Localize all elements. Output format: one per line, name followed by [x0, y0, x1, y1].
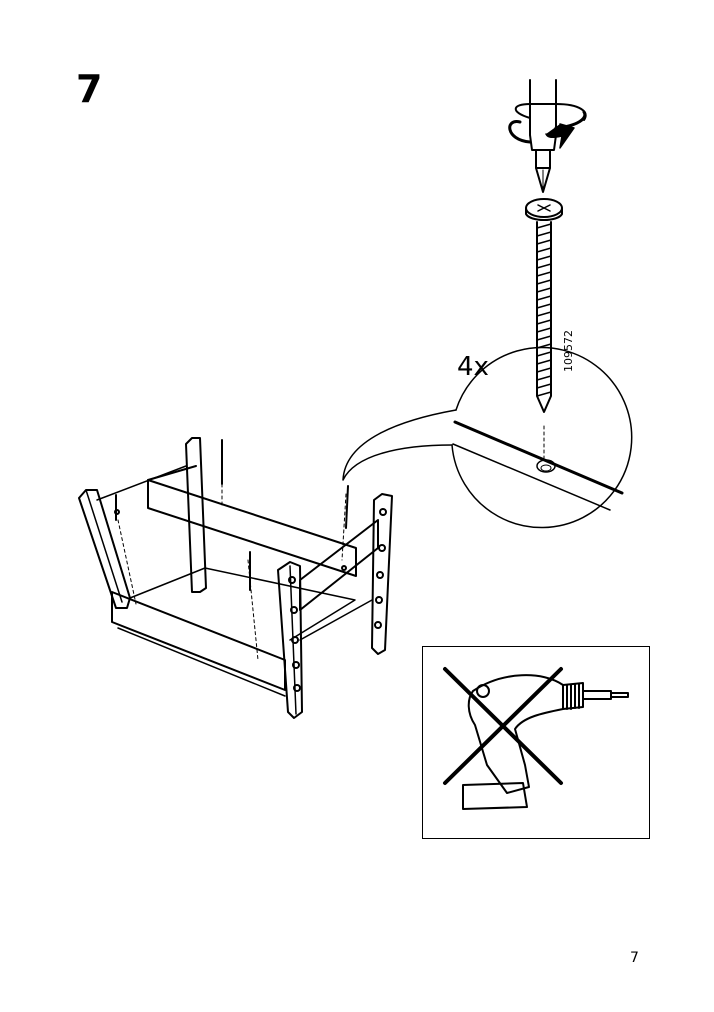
no-power-drill-icon	[443, 667, 629, 810]
frame-illustration	[78, 437, 393, 719]
screw-icon	[525, 198, 563, 459]
part-number: 109572	[562, 330, 575, 372]
quantity-label: 4x	[457, 352, 489, 382]
rotate-clockwise-icon	[508, 103, 587, 149]
page-number: 7	[630, 950, 639, 966]
detail-callout	[342, 346, 633, 529]
step-number: 7	[76, 67, 103, 111]
no-power-drill-panel	[422, 646, 650, 839]
